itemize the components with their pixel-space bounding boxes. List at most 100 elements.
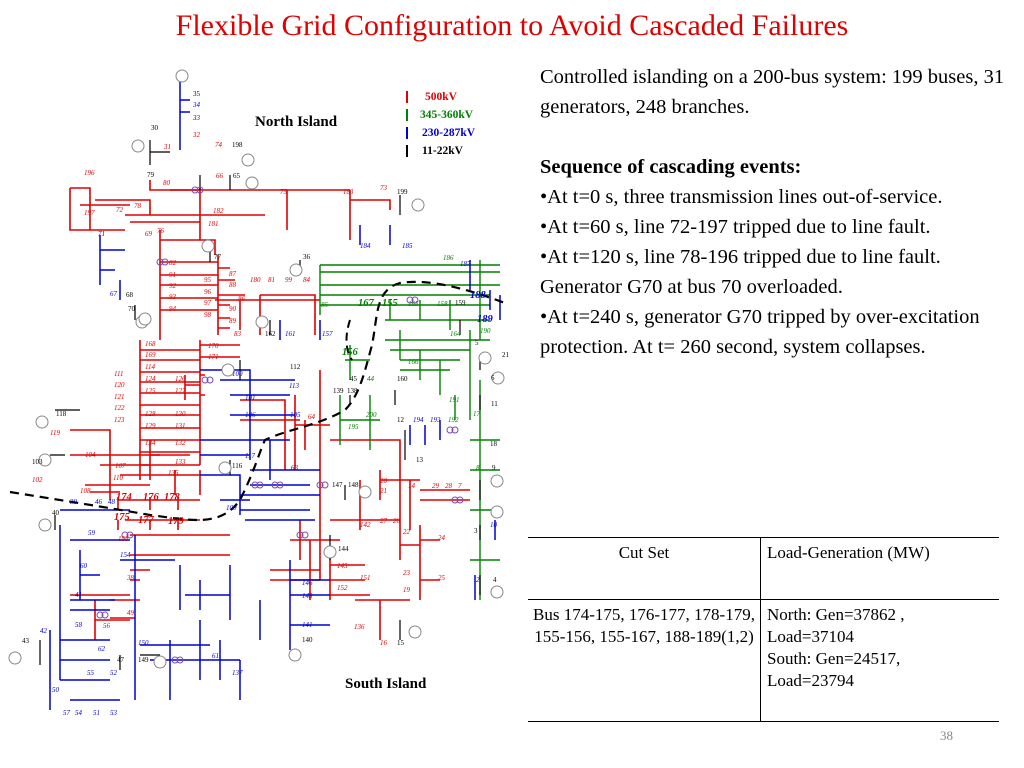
bus-label: 6 bbox=[491, 374, 495, 382]
bus-label: 9 bbox=[492, 464, 496, 472]
bus-label: 198 bbox=[232, 141, 243, 149]
bus-label: 121 bbox=[114, 393, 125, 401]
south-load: Load=23794 bbox=[767, 671, 855, 690]
bus-label: 4 bbox=[493, 576, 497, 584]
bus-label: 42 bbox=[40, 627, 48, 635]
kv345-lines bbox=[319, 260, 500, 600]
event-item: •At t=60 s, line 72-197 tripped due to l… bbox=[540, 216, 931, 238]
bus-label: 135 bbox=[168, 469, 179, 477]
generator-icon bbox=[408, 625, 422, 639]
islanding-boundary bbox=[9, 280, 506, 522]
bus-label: 100 bbox=[232, 370, 243, 378]
bus-label: 164 bbox=[450, 330, 461, 338]
bus-label: 177 bbox=[138, 515, 155, 526]
bus-label: 96 bbox=[204, 288, 212, 296]
bus-label: 197 bbox=[84, 209, 95, 217]
bus-label: 126 bbox=[175, 375, 186, 383]
bus-label: 50 bbox=[52, 686, 60, 694]
bus-label: 103 bbox=[32, 458, 43, 466]
table-row: Bus 174-175, 176-177, 178-179, 155-156, … bbox=[528, 599, 999, 722]
generators bbox=[8, 69, 505, 669]
kv11-lines bbox=[39, 140, 481, 670]
bus-label: 10 bbox=[490, 521, 498, 529]
bus-label: 18 bbox=[490, 440, 498, 448]
bus-label: 134 bbox=[145, 439, 156, 447]
bus-label: 26 bbox=[393, 517, 401, 525]
event-item: •At t=240 s, generator G70 tripped by ov… bbox=[540, 306, 980, 358]
bus-label: 190 bbox=[480, 327, 491, 335]
bus-label: 136 bbox=[354, 623, 365, 631]
generator-icon bbox=[255, 315, 269, 329]
bus-label: 60 bbox=[80, 562, 88, 570]
transformers bbox=[96, 186, 464, 664]
generator-icon bbox=[323, 545, 337, 559]
legend-label-11: 11-22kV bbox=[422, 145, 464, 157]
bus-label: 23 bbox=[403, 569, 411, 577]
bus-label: 161 bbox=[285, 330, 296, 338]
bus-label: 176 bbox=[143, 492, 160, 503]
bus-label: 73 bbox=[380, 184, 388, 192]
kv500-lines bbox=[69, 180, 470, 640]
cut-set-cell: Bus 174-175, 176-177, 178-179, 155-156, … bbox=[528, 599, 761, 722]
bus-label: 62 bbox=[98, 645, 106, 653]
bus-label: 11 bbox=[491, 400, 498, 408]
bus-label: 81 bbox=[268, 276, 275, 284]
north-gen: North: Gen=37862 , bbox=[767, 605, 905, 624]
bus-label: 20 bbox=[380, 477, 388, 485]
bus-label: 34 bbox=[192, 101, 201, 109]
bus-label: 65 bbox=[233, 172, 241, 180]
bus-label: 129 bbox=[145, 422, 156, 430]
bus-label: 193 bbox=[430, 416, 441, 424]
bus-label: 188 bbox=[470, 290, 487, 301]
bus-label: 48 bbox=[108, 498, 116, 506]
bus-label: 5 bbox=[475, 339, 479, 347]
islanding-boundary-ext bbox=[345, 319, 353, 361]
bus-label: 64 bbox=[308, 413, 316, 421]
kv230-lines bbox=[49, 70, 501, 710]
bus-label: 31 bbox=[163, 143, 171, 151]
bus-label: 40 bbox=[52, 509, 60, 517]
bus-label: 155 bbox=[382, 298, 398, 309]
bus-label: 141 bbox=[302, 621, 313, 629]
bus-label: 171 bbox=[208, 353, 219, 361]
bus-label: 94 bbox=[169, 305, 177, 313]
bus-label: 105 bbox=[290, 411, 301, 419]
bus-label: 24 bbox=[438, 534, 446, 542]
bus-label: 90 bbox=[229, 305, 237, 313]
bus-label: 21 bbox=[380, 487, 387, 495]
bus-label: 58 bbox=[75, 621, 83, 629]
bus-label: 187 bbox=[460, 260, 471, 268]
bus-label: 95 bbox=[204, 276, 212, 284]
bus-label: 66 bbox=[216, 172, 224, 180]
bus-label: 168 bbox=[145, 340, 156, 348]
south-island-label: South Island bbox=[345, 676, 427, 692]
bus-label: 185 bbox=[402, 242, 413, 250]
legend-label-345: 345-360kV bbox=[420, 109, 474, 121]
bus-label: 30 bbox=[151, 124, 159, 132]
generator-icon bbox=[35, 415, 49, 429]
bus-label: 183 bbox=[343, 188, 354, 196]
bus-label: 123 bbox=[114, 416, 125, 424]
generator-icon bbox=[490, 585, 504, 599]
bus-label: 72 bbox=[116, 206, 124, 214]
bus-label: 102 bbox=[32, 476, 43, 484]
cut-set-table: Cut Set Load-Generation (MW) Bus 174-175… bbox=[528, 537, 999, 722]
bus-label: 159 bbox=[455, 299, 466, 307]
event-item: •At t=0 s, three transmission lines out-… bbox=[540, 186, 943, 208]
bus-label: 116 bbox=[232, 462, 243, 470]
generator-icon bbox=[491, 371, 505, 385]
bus-label: 71 bbox=[98, 230, 105, 238]
bus-label: 89 bbox=[229, 317, 237, 325]
bus-label: 143 bbox=[302, 592, 313, 600]
header-cut-set: Cut Set bbox=[528, 537, 761, 600]
intro-text: Controlled islanding on a 200-bus system… bbox=[540, 66, 1005, 118]
legend-label-500: 500kV bbox=[425, 91, 458, 103]
bus-label: 120 bbox=[114, 381, 125, 389]
bus-label: 47 bbox=[117, 656, 125, 664]
bus-label: 189 bbox=[477, 314, 494, 325]
bus-label: 28 bbox=[445, 482, 453, 490]
generator-icon bbox=[201, 239, 215, 253]
bus-label: 46 bbox=[95, 498, 103, 506]
generator-icon bbox=[289, 263, 303, 277]
